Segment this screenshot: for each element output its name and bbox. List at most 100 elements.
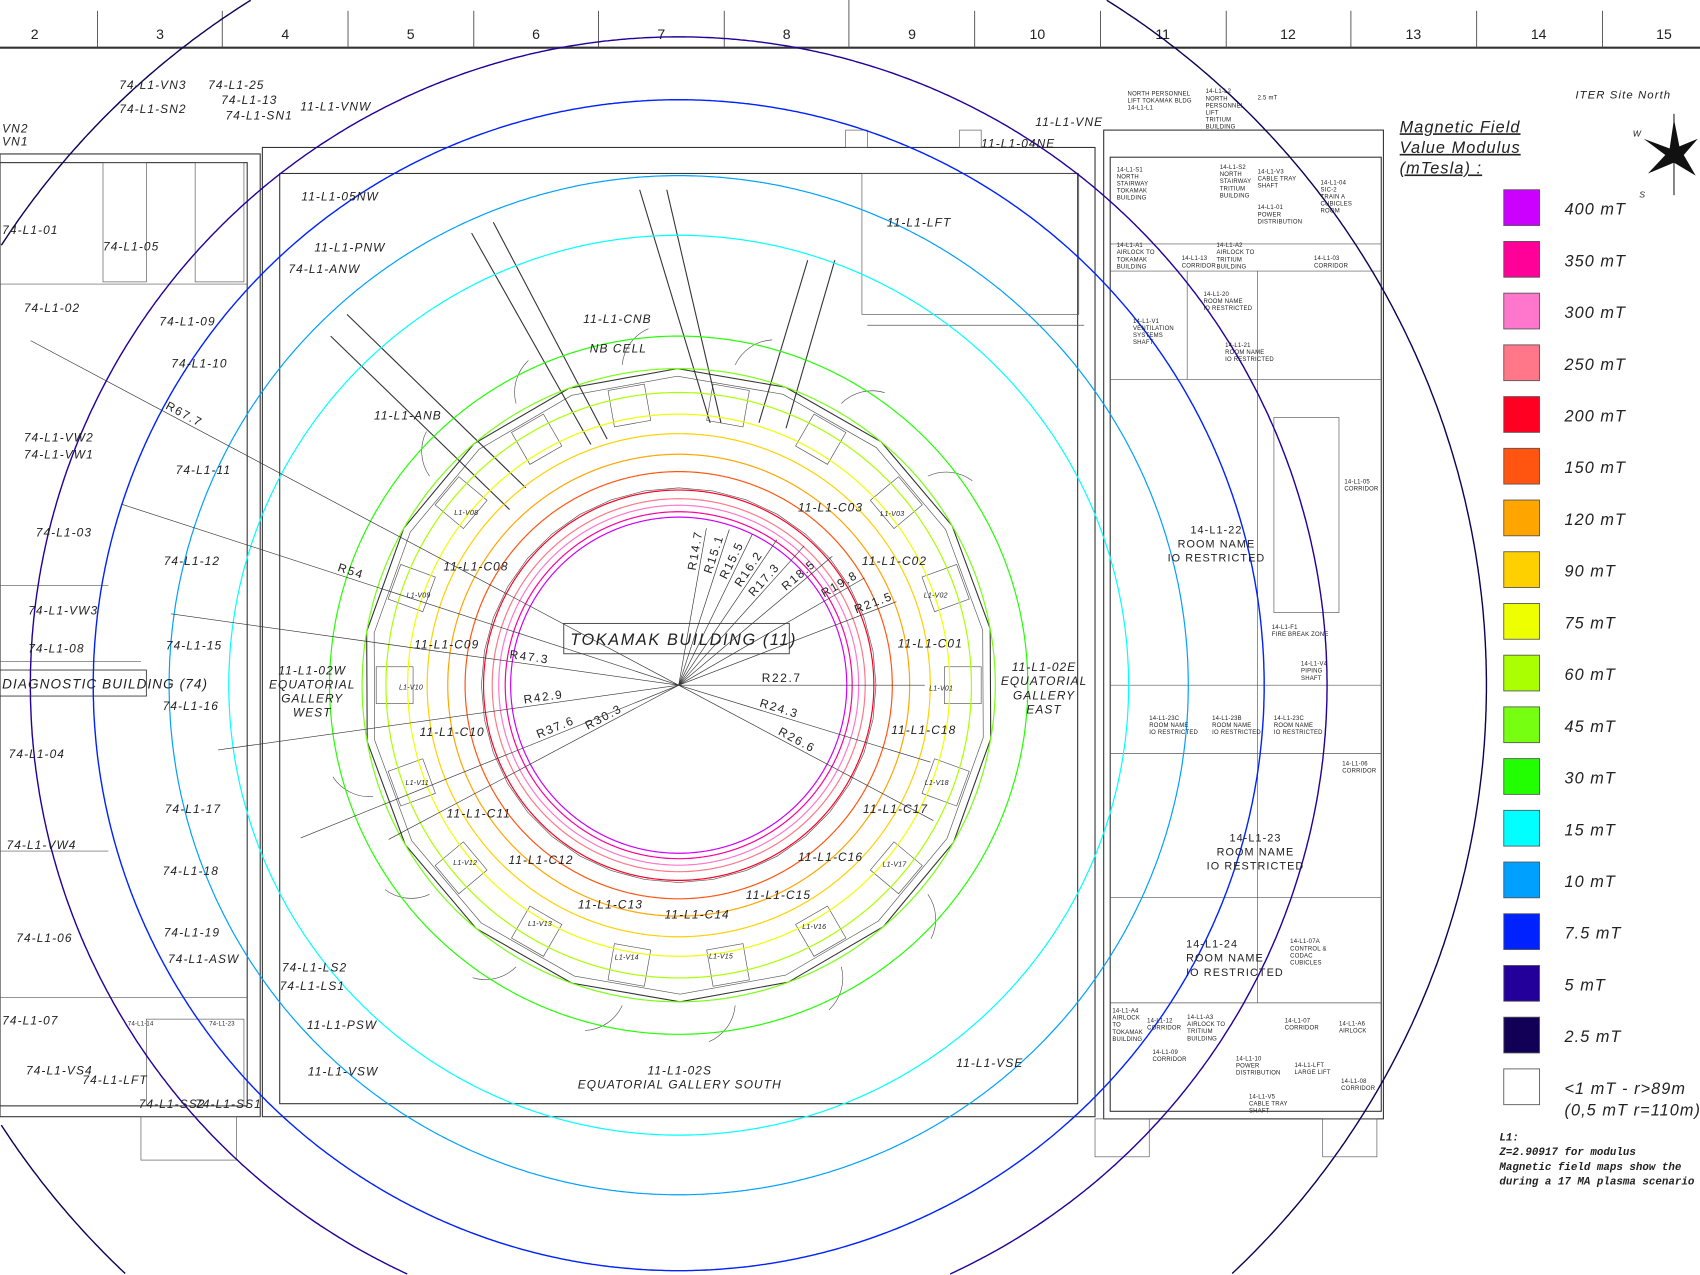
label-line: BUILDING [1206, 124, 1236, 130]
label-line: 14-L1-23C [1149, 716, 1180, 722]
label-line: TRAIN A [1321, 194, 1346, 200]
ruler-label: 14 [1531, 26, 1547, 42]
label-line: 11-L1-02W [278, 663, 346, 677]
label-line: SYSTEMS [1133, 333, 1163, 339]
compass-star-icon [1643, 119, 1698, 176]
field-ring-15mt [228, 234, 1130, 1136]
legend-swatch [1503, 1068, 1540, 1106]
label-line: 11-L1-C18 [891, 723, 956, 737]
legend-title: Magnetic Field [1400, 118, 1521, 136]
door-swing [514, 360, 529, 404]
legend-label-secondary: (0,5 mT r=110m) [1564, 1102, 1700, 1120]
label-line: ROOM NAME [1212, 723, 1251, 729]
room-label: 74-L1-02 [24, 301, 80, 315]
note-line: Magnetic field maps show the [1498, 1162, 1681, 1174]
ruler-label: 11 [1155, 26, 1170, 42]
legend-label: 60 mT [1564, 666, 1615, 684]
label-line: 14-L1-05 [1344, 480, 1370, 486]
port-cell [869, 841, 923, 895]
label-line: ROOM NAME [1225, 350, 1264, 356]
room-label: 74-L1-12 [164, 554, 220, 568]
label-line: TOKAMAK [1117, 257, 1148, 263]
room-label: 11-L1-C17 [863, 802, 928, 816]
label-line: 74-L1-08 [28, 642, 84, 656]
field-ring-10mt [168, 175, 1189, 1196]
radius-label: R14.7 [685, 530, 706, 572]
door-swing [734, 339, 773, 366]
label-line: 14-L1-23 [1229, 832, 1281, 844]
room-label: 11-L1-LFT [887, 216, 951, 230]
label-line: 74-L1-SN2 [119, 102, 186, 116]
radius-label: R30.3 [583, 701, 625, 732]
label-line: TOKAMAK [1112, 1030, 1143, 1036]
legend-title: Value Modulus [1400, 139, 1521, 157]
room-label: 11-L1-C15 [746, 888, 811, 902]
radius-line [300, 684, 679, 839]
field-ring-75mt [407, 413, 951, 957]
room-label: 11-L1-CNB [583, 312, 651, 326]
room-label: 74-L1-VN3 [119, 78, 186, 92]
label-line: 74-L1-05 [103, 239, 159, 253]
room-label: 74-L1-LS2 [282, 960, 347, 974]
label-line: 14-L1-L2 [1206, 89, 1232, 95]
room-label: 74-L1-15 [166, 638, 222, 652]
radius-label: R21.5 [852, 589, 894, 616]
field-ring-120mt [447, 453, 911, 917]
label-line: VENTILATION [1133, 326, 1174, 332]
label-line: TRITIUM [1187, 1029, 1213, 1035]
room-label: 11-L1-VSE [956, 1056, 1023, 1070]
field-ring-2.5mt [0, 0, 1488, 1274]
label-line: 14-L1-S2 [1220, 165, 1247, 171]
room-label: 74-L1-18 [163, 864, 219, 878]
label-line: IO RESTRICTED [1168, 553, 1266, 565]
label-line: 11-L1-C08 [443, 559, 508, 573]
label-line: 74-L1-01 [2, 223, 58, 237]
radius-line [121, 503, 679, 686]
room-label: 74-L1-11 [176, 463, 231, 477]
label-line: NORTH [1206, 96, 1228, 102]
door-swing [384, 889, 430, 899]
room-label: 11-L1-C09 [414, 637, 479, 651]
door-swing [828, 966, 844, 1011]
legend-label: <1 mT - r>89m [1564, 1080, 1686, 1098]
small-room-label: 74-L1-23 [209, 1022, 235, 1028]
ruler-label: 4 [281, 26, 289, 42]
door-swing [472, 966, 517, 980]
label-line: 74-L1-23 [209, 1022, 235, 1028]
legend-swatch [1503, 1016, 1540, 1054]
room-label: 11-L1-VNE [1035, 115, 1103, 129]
legend-swatch [1503, 292, 1540, 330]
label-line: CORRIDOR [1147, 1025, 1182, 1031]
label-line: NORTH PERSONNEL [1128, 91, 1191, 97]
nb-duct [758, 260, 809, 423]
tokamak-title-box: TOKAMAK BUILDING (11) [563, 622, 795, 655]
label-line: LARGE LIFT [1295, 1070, 1331, 1076]
room-label: 74-L1-05 [103, 239, 159, 253]
label-line: 14-L1-07 [1285, 1018, 1311, 1024]
label-line: CORRIDOR [1314, 263, 1349, 269]
label-line: 74-L1-LS2 [282, 960, 347, 974]
field-ring-45mt [361, 368, 996, 1003]
label-line: 74-L1-12 [164, 554, 220, 568]
port-cell [375, 666, 414, 704]
room-label: 11-L1-C14 [665, 907, 730, 921]
field-ring-7.5mt [92, 99, 1265, 1272]
label-line: 74-L1-VS4 [26, 1063, 93, 1077]
label-line: L1-V03 [880, 511, 904, 518]
label-line: 14-L1-22 [1190, 524, 1242, 536]
label-line: 11-L1-C17 [863, 802, 928, 816]
label-line: 74-L1-11 [176, 463, 231, 477]
label-line: STAIRWAY [1117, 181, 1149, 187]
room-label: 74-L1-SS2 [139, 1097, 206, 1111]
